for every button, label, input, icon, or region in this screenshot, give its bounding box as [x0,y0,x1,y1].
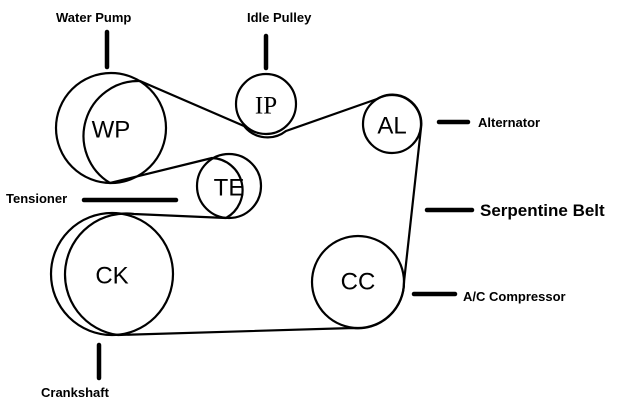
callout-tensioner: Tensioner [6,191,67,206]
pulley-water-pump: WP [54,71,168,185]
pulley-label-wp: WP [92,117,131,144]
callout-alternator: Alternator [478,115,540,130]
pulley-label-al: AL [377,113,406,140]
pulley-label-ck: CK [95,263,128,290]
pulley-tensioner: TE [195,152,263,220]
callout-crankshaft: Crankshaft [41,385,110,400]
callout-ac-compressor: A/C Compressor [463,289,566,304]
pulley-label-te: TE [214,175,245,202]
pulley-idle: IP [234,72,298,136]
callout-idle-pulley: Idle Pulley [247,10,312,25]
callout-serpentine-belt: Serpentine Belt [480,201,605,220]
pulley-label-ip: IP [255,93,277,120]
pulley-crankshaft: CK [49,211,175,337]
callout-water-pump: Water Pump [56,10,131,25]
pulley-label-cc: CC [341,269,376,296]
pulley-alternator: AL [361,93,423,155]
pulley-ac-compressor: CC [310,234,406,330]
